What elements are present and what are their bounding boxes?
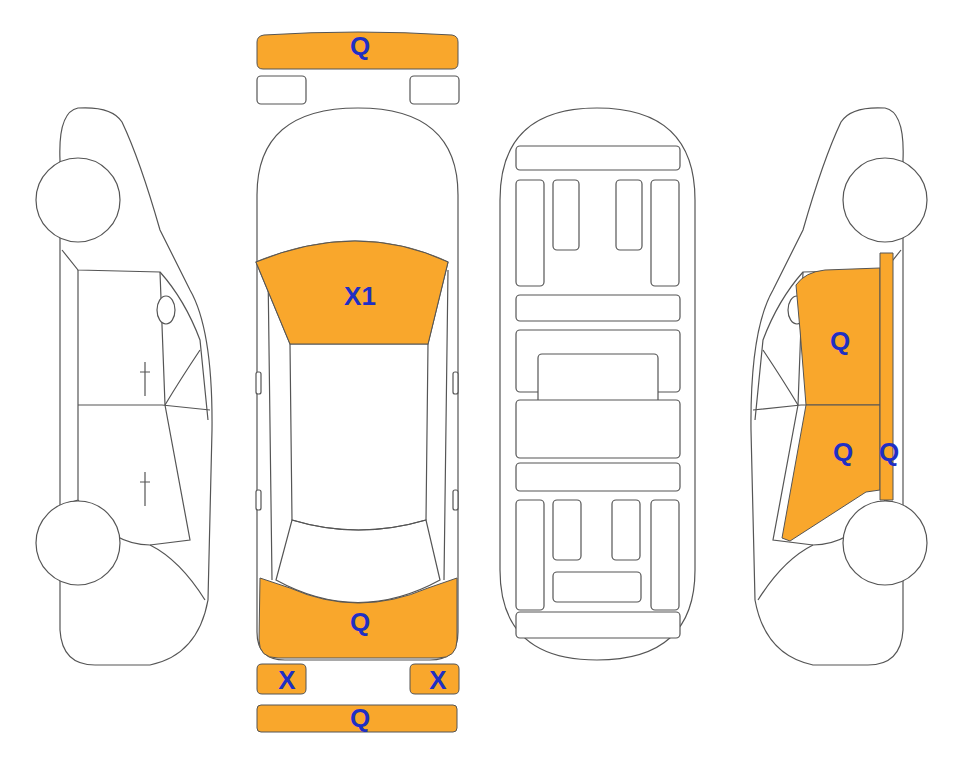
mirror xyxy=(256,372,261,394)
damage-code: Q xyxy=(830,328,850,354)
outline-part xyxy=(516,400,680,458)
handle xyxy=(256,490,261,510)
right-pillar-area: Q xyxy=(879,252,895,502)
windshield xyxy=(256,241,448,344)
rear-light-area: X xyxy=(256,663,307,695)
outline-part xyxy=(553,500,581,560)
windshield-area: X1 xyxy=(254,236,450,348)
area-fill xyxy=(782,405,880,541)
outline-part xyxy=(516,146,680,170)
area-fill xyxy=(257,664,306,694)
underbody-view xyxy=(500,108,695,660)
damage-code: X1 xyxy=(344,283,376,309)
front-bumper-area: Q xyxy=(256,30,460,71)
outline-part xyxy=(516,500,544,610)
rear-bumper-area: Q xyxy=(256,704,458,733)
rear-light-area: X xyxy=(409,663,460,695)
underbody-outline xyxy=(500,108,695,660)
damage-code: X xyxy=(429,667,446,693)
damage-code: X xyxy=(278,667,295,693)
handle xyxy=(453,490,458,510)
outline-part xyxy=(553,572,641,602)
damage-code: Q xyxy=(350,705,370,731)
top-body xyxy=(257,108,458,660)
headlight xyxy=(257,76,306,104)
outline-part xyxy=(516,463,680,491)
outline-part xyxy=(612,500,640,560)
outline-part xyxy=(516,612,680,638)
rear-window xyxy=(276,520,440,603)
left-side-view xyxy=(36,108,212,665)
area-shape xyxy=(780,403,882,543)
area-fill xyxy=(257,32,458,69)
outline-part xyxy=(616,180,642,250)
top-view-car xyxy=(256,76,459,660)
damage-code: Q xyxy=(833,439,853,465)
outline-part xyxy=(516,180,544,286)
roof xyxy=(290,344,428,530)
area-fill xyxy=(257,705,457,732)
outline-part xyxy=(651,180,679,286)
damage-code: Q xyxy=(350,33,370,59)
outline-part xyxy=(516,295,680,321)
outline-part xyxy=(553,180,579,250)
damage-code: Q xyxy=(879,439,899,465)
area-fill xyxy=(796,268,880,405)
mirror xyxy=(453,372,458,394)
area-fill xyxy=(410,664,459,694)
trunk-area: Q xyxy=(258,576,458,660)
right-rear-door-area: Q xyxy=(780,403,882,543)
damage-code: Q xyxy=(350,609,370,635)
area-fill xyxy=(259,578,457,658)
area-fill xyxy=(256,241,448,344)
right-front-door-area: Q xyxy=(794,266,882,407)
outline-part xyxy=(651,500,679,610)
headlight xyxy=(410,76,459,104)
right-side-view xyxy=(751,108,927,665)
